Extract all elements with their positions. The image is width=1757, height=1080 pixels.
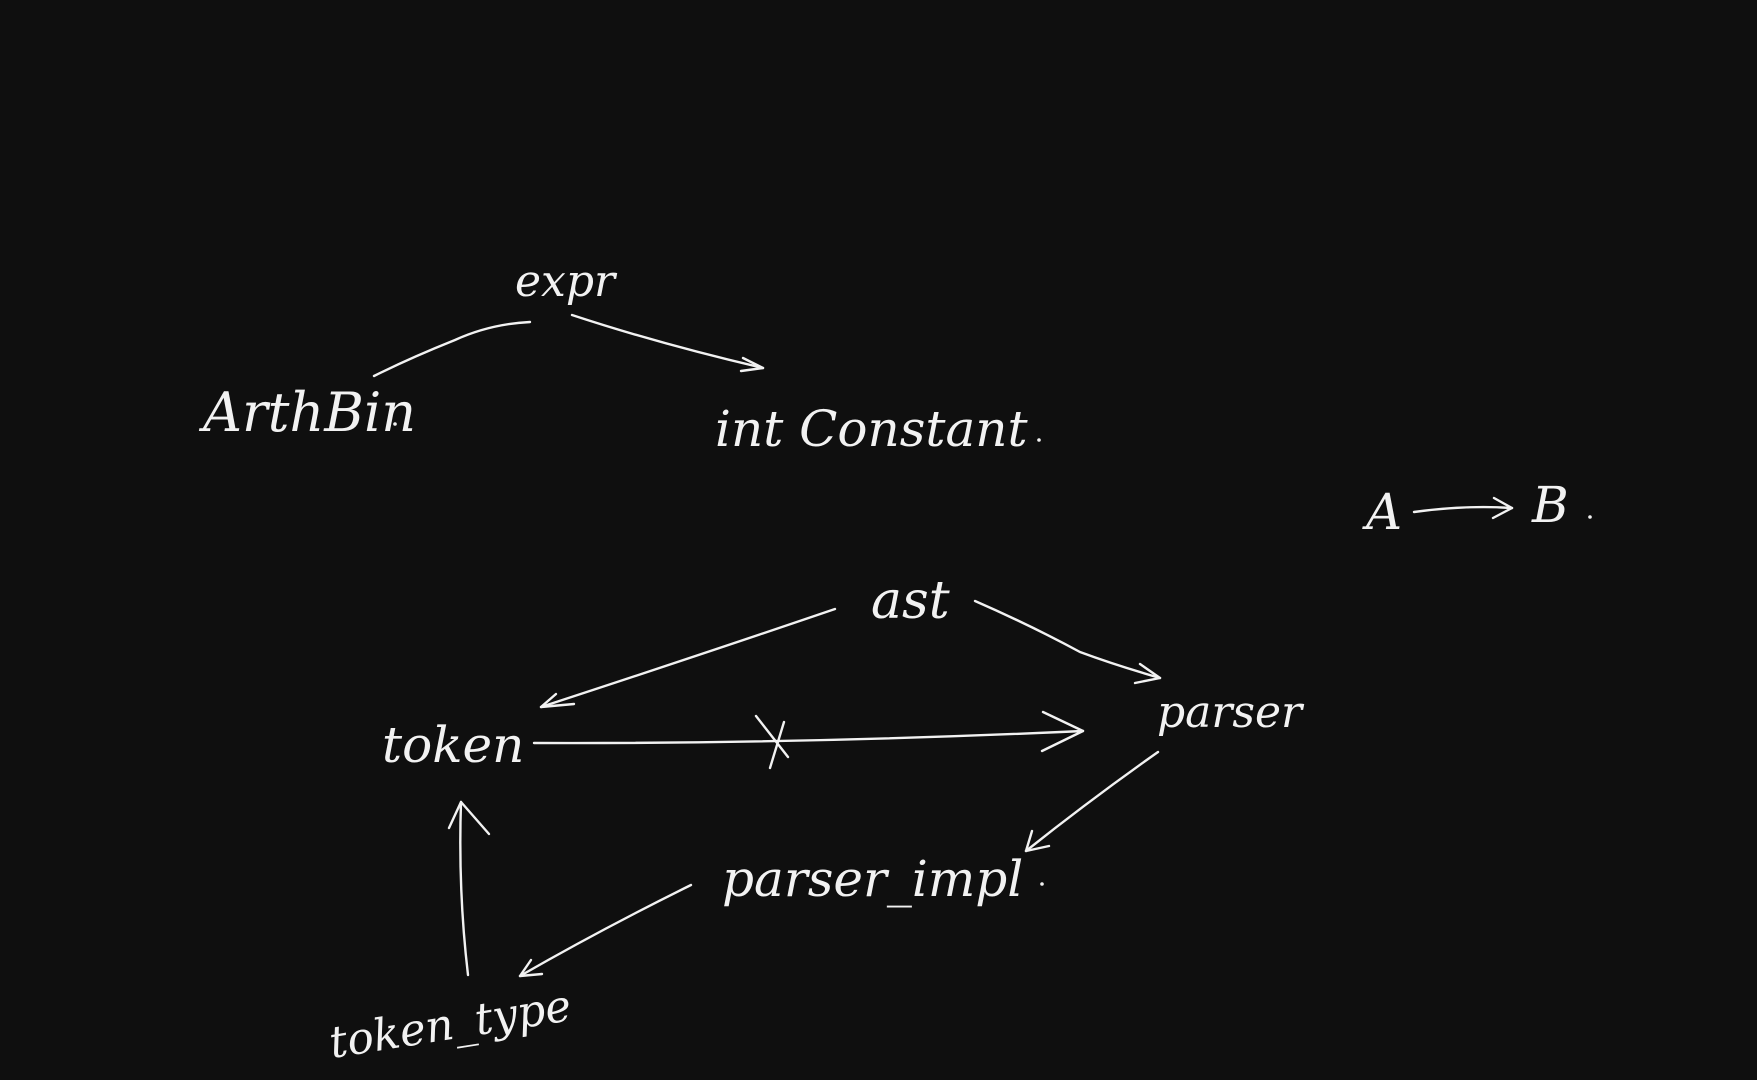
dot-mark (1040, 882, 1044, 886)
arrowhead (739, 356, 765, 373)
node-parser-impl: parser_impl (722, 850, 1023, 908)
arrowhead (1024, 829, 1051, 853)
node-token-type: token_type (326, 980, 575, 1069)
dot-mark (393, 422, 397, 426)
edge-ast-parser (973, 599, 1162, 680)
node-ast: ast (871, 571, 950, 631)
edge-token-type-token (459, 800, 470, 977)
arrowhead (1040, 710, 1085, 753)
edge-token-parser (532, 729, 1085, 745)
arrowhead (539, 692, 576, 709)
legend-b: B (1531, 476, 1569, 534)
edge-expr-int-constant (570, 313, 765, 370)
arrowhead (1491, 496, 1514, 520)
node-token: token (382, 716, 524, 774)
edge-parser-impl-token-type (518, 883, 693, 978)
cross-out-mark (754, 714, 790, 770)
dot-mark (1037, 438, 1041, 442)
dot-mark (1588, 515, 1592, 519)
node-expr: expr (515, 256, 618, 307)
node-parser: parser (1157, 687, 1305, 738)
legend-a: A (1362, 483, 1402, 541)
legend-arrow (1412, 505, 1514, 514)
arrowhead (1133, 662, 1162, 685)
edge-parser-parser-impl (1024, 750, 1160, 853)
node-arthbin: ArthBin (198, 381, 416, 444)
edge-expr-arthbin (372, 320, 532, 378)
arrowhead (447, 800, 491, 836)
arrowhead (518, 958, 544, 978)
node-int-constant: int Constant (715, 400, 1029, 458)
edge-ast-token (539, 607, 837, 709)
